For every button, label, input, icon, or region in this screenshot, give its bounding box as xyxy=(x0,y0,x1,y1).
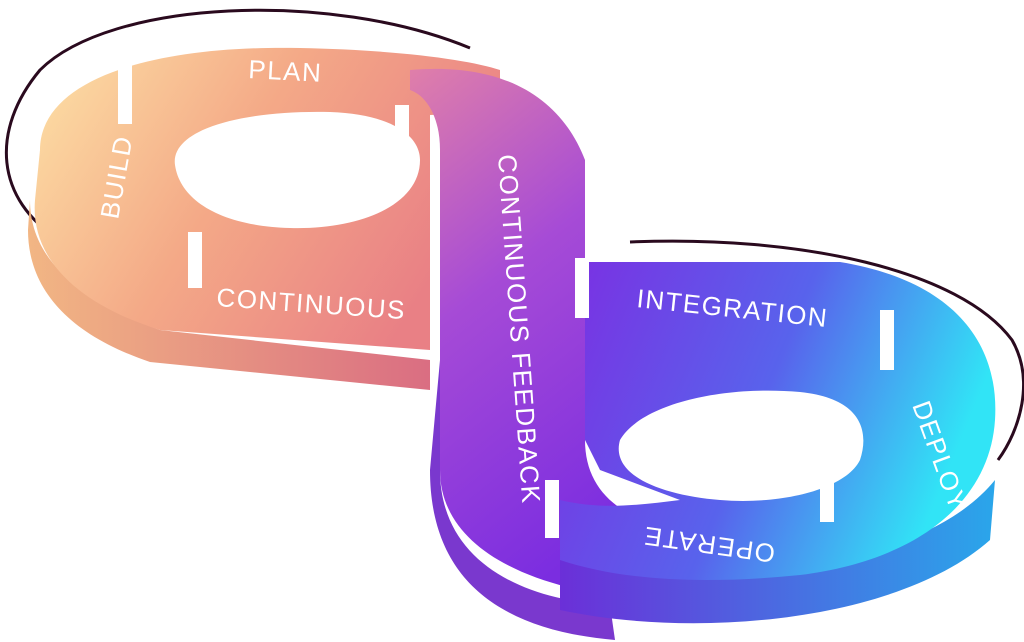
center-band xyxy=(410,68,680,600)
separator-deploy-operate xyxy=(820,462,834,522)
outline-arc-right xyxy=(629,239,1024,461)
center-band-side xyxy=(430,360,615,640)
left-loop-side xyxy=(28,200,430,390)
separator-plan-build xyxy=(118,62,132,124)
left-loop-top xyxy=(34,47,500,351)
separator-integration-feedback xyxy=(575,258,589,318)
outline-arc-left xyxy=(4,8,471,242)
right-loop-side xyxy=(560,480,995,624)
separator-integration-deploy xyxy=(880,310,894,370)
separator-build-continuous xyxy=(188,232,202,288)
separator-operate-feedback xyxy=(545,480,559,538)
separator-plan-feedback xyxy=(395,105,409,163)
label-plan: PLAN xyxy=(248,54,323,88)
